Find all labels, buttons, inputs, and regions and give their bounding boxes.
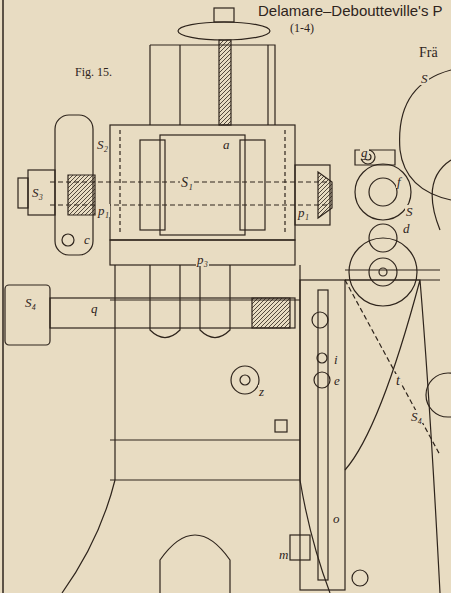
part-label: S <box>420 72 429 85</box>
part-label: S₄ <box>24 296 37 309</box>
part-label: p₃ <box>196 253 209 266</box>
part-label: z <box>258 385 265 398</box>
part-label: S₄ <box>410 410 423 423</box>
part-label: o <box>332 512 341 525</box>
part-label: q <box>90 302 99 315</box>
part-label: p₁ <box>297 206 310 219</box>
figure-number: Fig. 15. <box>74 66 113 78</box>
part-label: S <box>405 205 414 218</box>
part-label: S₂ <box>96 138 109 151</box>
part-label: c <box>83 233 91 246</box>
part-label: m <box>278 548 289 561</box>
part-label: f <box>396 175 402 188</box>
title: Delamare–Deboutteville's P <box>258 3 443 18</box>
heading-fragment: Frä <box>418 46 439 60</box>
part-label: p₁ <box>97 204 110 217</box>
figure-range: (1-4) <box>289 22 315 34</box>
part-label: a <box>222 138 231 151</box>
part-label: S₃ <box>31 186 44 199</box>
part-label: t <box>395 374 401 388</box>
part-label: S₁ <box>180 176 194 190</box>
part-label: d <box>402 222 411 235</box>
part-label: e <box>333 374 341 387</box>
part-label: i <box>333 353 339 366</box>
part-label: g <box>360 146 369 159</box>
